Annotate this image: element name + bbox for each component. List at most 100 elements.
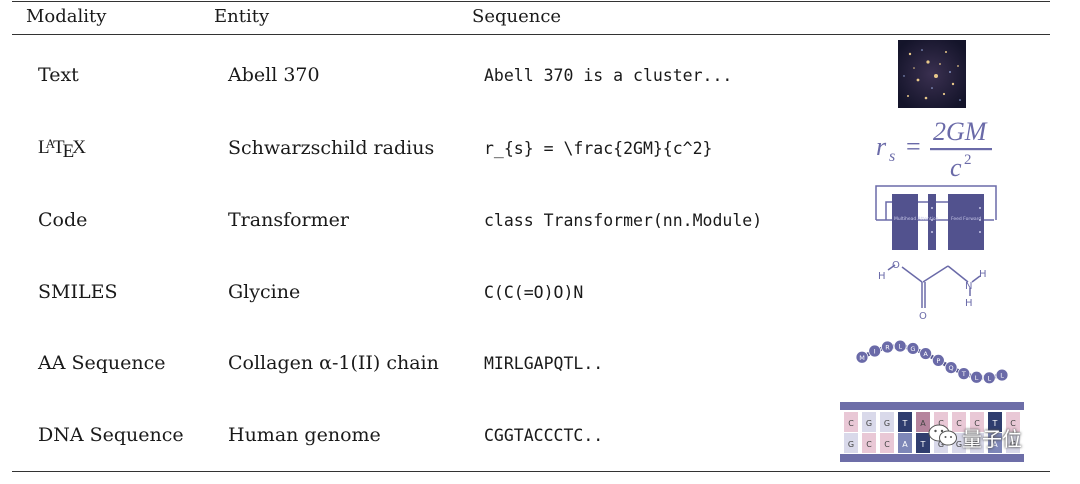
- row-sequence: MIRLGAPQTL..: [484, 354, 604, 373]
- aa-residue-label: L: [975, 374, 979, 382]
- transformer-block-ff: Feed Forward: [951, 216, 981, 222]
- dna-base-bottom: [1006, 433, 1020, 453]
- dna-base-top-label: G: [884, 419, 890, 428]
- dna-base-top: [898, 412, 912, 432]
- row-sequence: C(C(=O)O)N: [484, 283, 584, 302]
- dna-base-bottom: [844, 433, 858, 453]
- row-modality: Code: [38, 209, 88, 231]
- dna-base-bottom-label: C: [884, 440, 890, 449]
- aa-residue-bead: [855, 350, 869, 364]
- aa-residue-label: T: [961, 370, 966, 378]
- aa-residue-bead: [944, 361, 958, 374]
- dna-base-top-label: T: [902, 419, 908, 428]
- formula-lhs: r: [876, 132, 887, 161]
- dna-base-bottom-label: A: [902, 440, 908, 449]
- row-entity: Abell 370: [228, 64, 320, 86]
- row-modality: DNA Sequence: [38, 424, 184, 446]
- dna-base-bottom: [970, 433, 984, 453]
- dna-base-bottom-label: G: [974, 440, 980, 449]
- dna-base-top-label: C: [848, 419, 854, 428]
- table-top-rule: [12, 1, 1050, 2]
- aa-residue-label: G: [910, 345, 915, 353]
- aa-residue-label: A: [923, 350, 928, 358]
- aa-residue-label: R: [885, 344, 890, 352]
- dna-base-top: [862, 412, 876, 432]
- dna-base-top-label: C: [974, 419, 980, 428]
- header-sequence: Sequence: [472, 6, 562, 27]
- aa-residue-bead: [970, 370, 983, 384]
- aa-residue-label: P: [936, 357, 940, 365]
- dna-base-top-label: T: [992, 419, 998, 428]
- aa-residue-bead: [931, 354, 945, 367]
- atom-h-amine-2: H: [965, 298, 973, 309]
- header-modality: Modality: [26, 6, 107, 27]
- aa-residue-bead: [982, 371, 996, 384]
- latex-formula-rendering: r s = 2GM c 2: [876, 117, 992, 182]
- formula-denominator: c: [950, 153, 962, 182]
- dna-base-bottom: [862, 433, 876, 453]
- dna-base-top-label: C: [938, 419, 944, 428]
- row-modality: AA Sequence: [38, 352, 166, 374]
- aa-residue-label: M: [859, 354, 865, 362]
- dna-backbone-top: [840, 402, 1024, 410]
- aa-residue-label: L: [1000, 372, 1004, 380]
- dna-base-top: [988, 412, 1002, 432]
- dna-base-bottom-label: G: [848, 440, 854, 449]
- row-sequence: CGGTACCCTC..: [484, 426, 604, 445]
- transformer-diagram: Multihead Attention Feed Forward: [875, 185, 997, 250]
- dna-base-bottom: [880, 433, 894, 453]
- dna-base-top: [844, 412, 858, 432]
- aa-residue-bead: [957, 367, 971, 381]
- galaxy-cluster-image: [898, 40, 966, 108]
- wechat-icon: [928, 423, 958, 452]
- row-modality: SMILES: [38, 281, 118, 303]
- transformer-block-attention: Multihead Attention: [894, 216, 939, 222]
- dna-backbone-bottom: [840, 454, 1024, 462]
- dna-base-top: [880, 412, 894, 432]
- dna-base-top: [916, 412, 930, 432]
- aa-residue-bead: [906, 342, 920, 355]
- atom-o-carbonyl: O: [919, 311, 927, 322]
- table-header-rule: [12, 34, 1050, 35]
- row-entity: Transformer: [228, 209, 349, 231]
- dna-base-top: [970, 412, 984, 432]
- formula-exponent: 2: [964, 152, 972, 168]
- glycine-molecule-diagram: O H O N H H: [878, 260, 987, 322]
- dna-base-bottom-label: T: [920, 440, 926, 449]
- row-entity: Glycine: [228, 281, 301, 303]
- dna-base-top-label: G: [866, 419, 872, 428]
- header-entity: Entity: [214, 6, 270, 27]
- table-bottom-rule: [12, 471, 1050, 472]
- aa-residue-bead: [995, 368, 1009, 382]
- dna-base-bottom: [988, 433, 1002, 453]
- row-entity: Schwarzschild radius: [228, 137, 435, 159]
- aa-residue-bead: [868, 344, 882, 358]
- atom-h-hydroxyl: H: [878, 271, 886, 282]
- watermark-text: 量子位: [962, 427, 1022, 451]
- atom-n: N: [965, 281, 972, 292]
- dna-base-top-label: C: [1010, 419, 1016, 428]
- row-sequence: r_{s} = \frac{2GM}{c^2}: [484, 139, 713, 158]
- atom-o-hydroxyl: O: [892, 260, 900, 271]
- aa-residue-label: L: [898, 343, 902, 351]
- formula-sub: s: [889, 148, 895, 165]
- dna-base-bottom: [898, 433, 912, 453]
- aa-residue-bead: [893, 339, 907, 353]
- dna-base-top: [1006, 412, 1020, 432]
- row-sequence: Abell 370 is a cluster...: [484, 66, 733, 85]
- row-sequence: class Transformer(nn.Module): [484, 211, 763, 230]
- latex-logo: LATEX: [38, 136, 86, 162]
- dna-base-bottom-label: G: [956, 440, 962, 449]
- svg-text:=: =: [906, 132, 921, 161]
- dna-base-top-label: A: [920, 419, 926, 428]
- dna-base-bottom-label: A: [992, 440, 998, 449]
- aa-residue-bead: [881, 340, 894, 354]
- aa-residue-label: Q: [949, 364, 954, 372]
- aa-residue-label: L: [987, 374, 991, 382]
- formula-numerator: 2GM: [933, 117, 988, 146]
- watermark: 量子位: [928, 423, 1022, 452]
- dna-base-bottom-label: C: [866, 440, 872, 449]
- aa-residue-bead: [919, 347, 933, 360]
- aa-residue-label: I: [874, 348, 876, 356]
